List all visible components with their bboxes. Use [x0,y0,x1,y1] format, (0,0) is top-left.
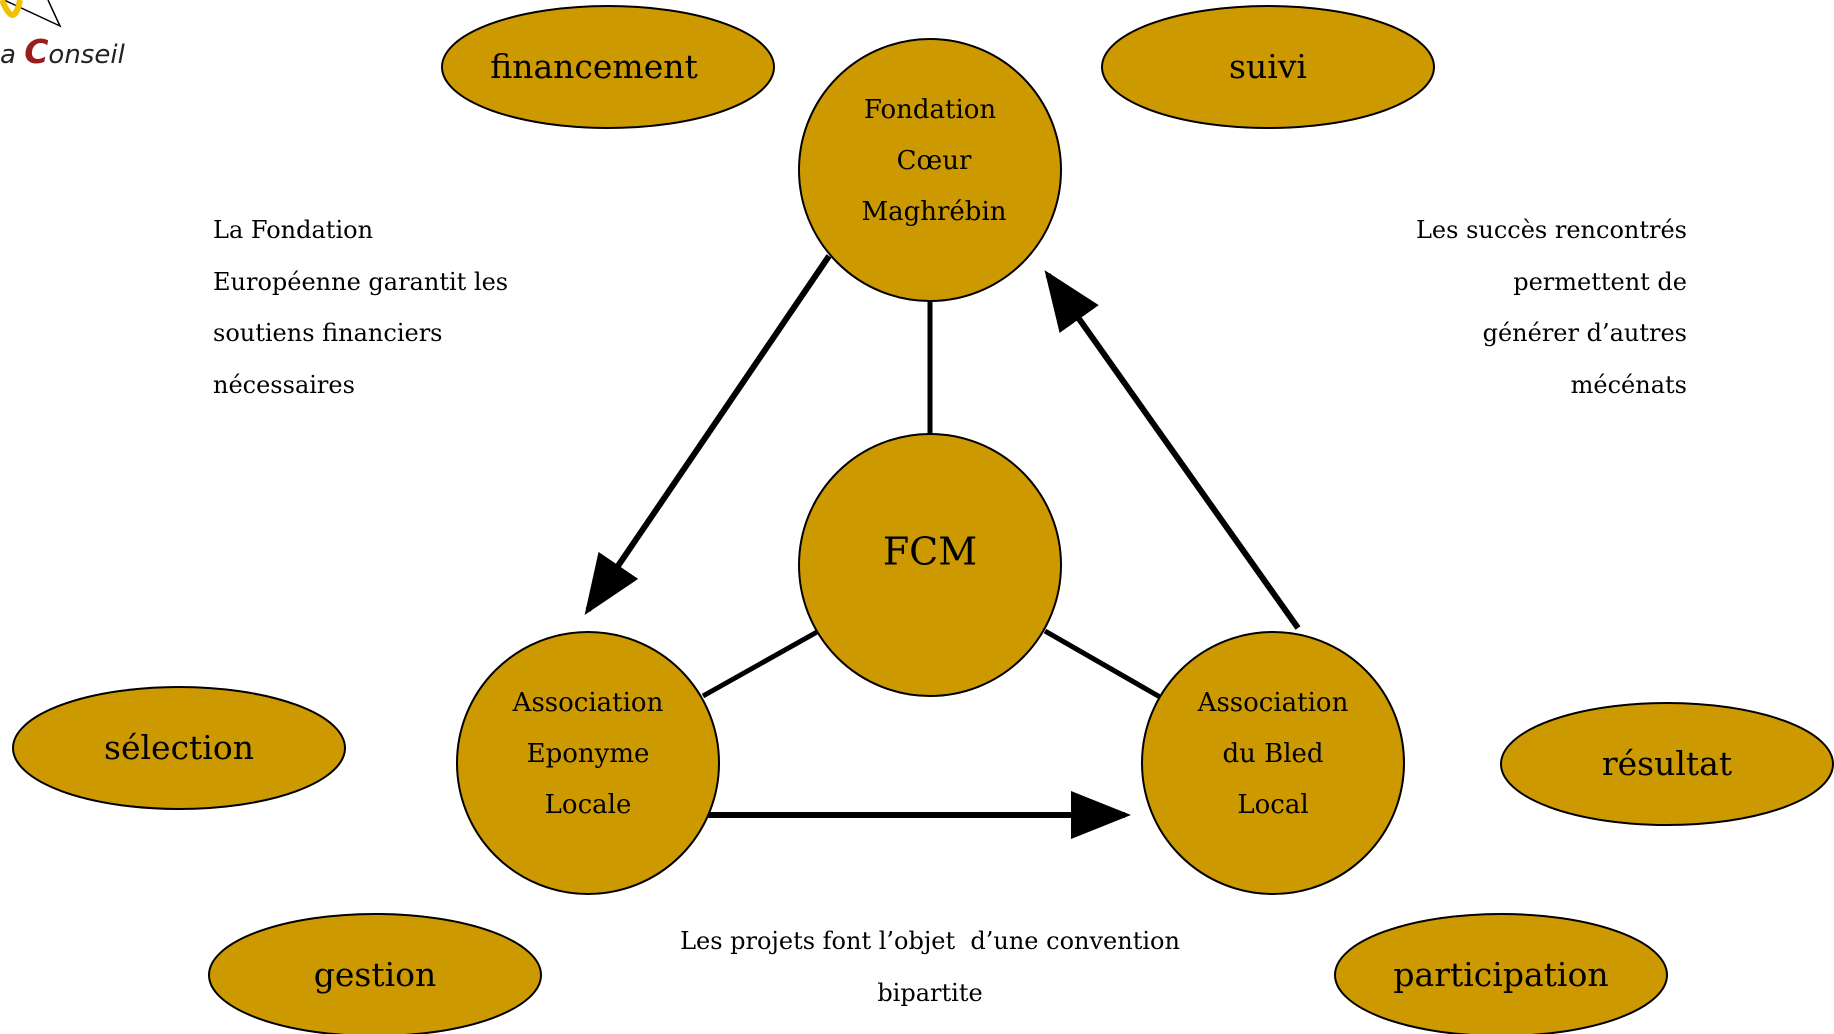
node-bled-line-2: du Bled [1222,739,1323,769]
node-fcm-label: FCM [883,530,977,574]
note-success-line: permettent de [1513,267,1687,296]
logo-text: a Conseil [0,32,125,71]
note-convention-line: bipartite [877,978,983,1007]
node-fondation-line-1: Fondation [864,95,997,125]
oval-label-gestion: gestion [314,955,437,994]
node-fondation: Fondation Cœur Maghrébin [798,38,1062,302]
note-financing-line: Européenne garantit les [213,267,509,296]
oval-shape [441,5,775,129]
logo-initial: C [24,32,49,71]
oval-suivi: suivi [1101,5,1435,129]
logo-rest: onseil [48,40,125,70]
note-financing-line: nécessaires [213,370,355,399]
node-fondation-line-2: Cœur [897,146,972,176]
oval-financement: financement [441,5,775,129]
node-eponyme: Association Eponyme Locale [456,631,720,895]
node-fcm: FCM [798,433,1062,697]
oval-participation: participation [1334,913,1668,1034]
node-circle [798,38,1062,302]
node-fondation-line-3: Maghrébin [861,197,1006,227]
oval-shape [1101,5,1435,129]
node-eponyme-line-2: Eponyme [527,739,650,769]
note-financing-line: soutiens financiers [213,319,443,347]
arrow-fondation-to-eponyme [584,254,832,615]
note-convention: Les projets font l’objet d’une conventio… [640,916,1220,1019]
arrow-bled-to-fondation [1044,270,1301,630]
oval-label-suivi: suivi [1229,47,1307,86]
oval-shape [12,686,346,810]
oval-shape [1500,702,1834,826]
logo-triangle [3,0,62,28]
connector-right-center [1043,628,1162,700]
note-success-line: générer d’autres [1482,319,1687,347]
oval-label-resultat: résultat [1602,744,1732,783]
node-bled-line-1: Association [1197,688,1349,718]
node-circle [1141,631,1405,895]
node-eponyme-line-1: Association [512,688,664,718]
note-financing: La Fondation Européenne garantit les sou… [213,205,508,411]
logo-prefix: a [0,40,16,70]
node-circle [798,433,1062,697]
note-financing-line: La Fondation [213,216,374,244]
node-circle [456,631,720,895]
node-bled: Association du Bled Local [1141,631,1405,895]
note-success-line: Les succès rencontrés [1415,216,1687,244]
logo-mark [0,0,62,28]
oval-label-selection: sélection [104,728,254,767]
oval-label-participation: participation [1393,955,1608,994]
note-success: Les succès rencontrés permettent de géné… [1416,205,1687,411]
oval-gestion: gestion [208,913,542,1034]
connector-left-center [701,629,819,699]
oval-label-financement: financement [490,47,698,86]
note-convention-line: Les projets font l’objet d’une conventio… [680,927,1180,955]
oval-selection: sélection [12,686,346,810]
logo-swoosh [0,0,23,18]
oval-resultat: résultat [1500,702,1834,826]
oval-shape [1334,913,1668,1034]
node-bled-line-3: Local [1237,790,1308,820]
node-eponyme-line-3: Locale [545,790,632,820]
logo: a Conseil [0,0,130,75]
oval-shape [208,913,542,1034]
note-success-line: mécénats [1570,370,1687,399]
